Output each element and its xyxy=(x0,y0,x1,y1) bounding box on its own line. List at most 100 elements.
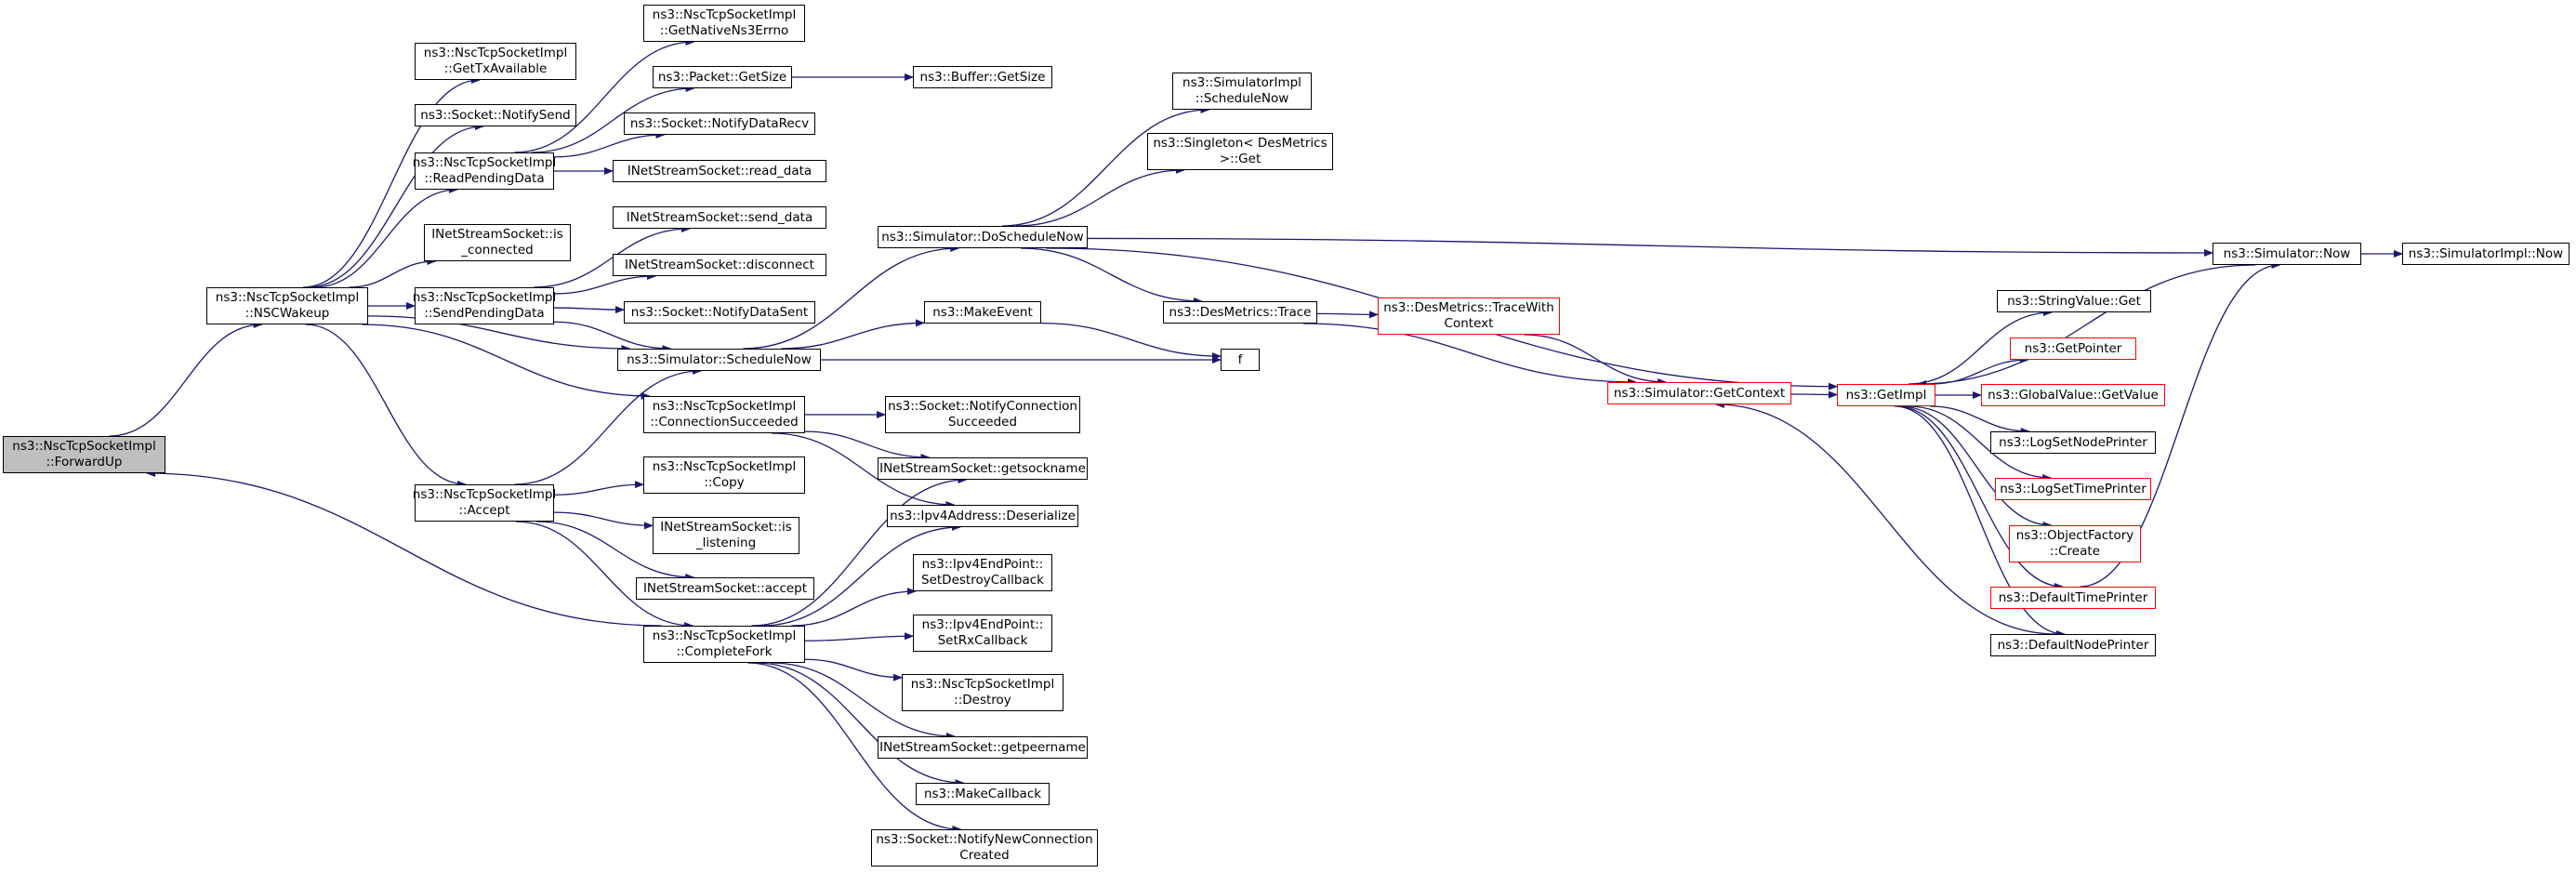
node-disconnect[interactable]: INetStreamSocket::disconnect xyxy=(613,254,826,276)
node-label-line: INetStreamSocket::disconnect xyxy=(625,257,814,272)
edge-defaultnodeprinter-to-getcontext xyxy=(1714,401,2057,635)
node-send-data[interactable]: INetStreamSocket::send_data xyxy=(613,206,826,229)
node-objectfactory-create[interactable]: ns3::ObjectFactory::Create xyxy=(2009,525,2141,562)
node-label-line: ns3::Simulator::Now xyxy=(2223,245,2351,261)
edge-accept-impl-to-is-listening xyxy=(553,511,654,530)
node-desmetrics-trace[interactable]: ns3::DesMetrics::Trace xyxy=(1163,301,1317,324)
node-label-line: ns3::DefaultNodePrinter xyxy=(1997,637,2149,653)
node-completefork[interactable]: ns3::NscTcpSocketImpl::CompleteFork xyxy=(643,626,805,663)
node-getsockname[interactable]: INetStreamSocket::getsockname xyxy=(878,457,1088,480)
edge-tracewithcontext-to-getcontext xyxy=(1524,334,1668,386)
node-nscwakeup[interactable]: ns3::NscTcpSocketImpl::NSCWakeup xyxy=(206,287,368,324)
node-gettxavailable[interactable]: ns3::NscTcpSocketImpl::GetTxAvailable xyxy=(415,43,576,80)
node-setdestroycallback[interactable]: ns3::Ipv4EndPoint::SetDestroyCallback xyxy=(913,554,1052,591)
node-getpeername[interactable]: INetStreamSocket::getpeername xyxy=(878,736,1088,759)
node-label-line: INetStreamSocket::is xyxy=(660,520,792,535)
node-stringvalue-get[interactable]: ns3::StringValue::Get xyxy=(1997,290,2151,312)
edge-makeevent-to-f xyxy=(1040,322,1222,361)
edge-completefork-to-deserialize xyxy=(761,523,961,627)
node-makecallback[interactable]: ns3::MakeCallback xyxy=(916,783,1050,805)
node-is-listening[interactable]: INetStreamSocket::is_listening xyxy=(653,517,799,554)
edge-doschedulenow-to-simimpl-schedulenow xyxy=(1002,106,1210,227)
node-label-line: ::GetTxAvailable xyxy=(443,61,548,76)
node-read-data[interactable]: INetStreamSocket::read_data xyxy=(613,160,826,182)
node-logsettimeprinter[interactable]: ns3::LogSetTimePrinter xyxy=(1995,478,2151,500)
edge-sendpendingdata-to-send-data xyxy=(534,225,692,288)
node-label-line: ns3::DefaultTimePrinter xyxy=(1998,589,2148,605)
node-copy[interactable]: ns3::NscTcpSocketImpl::Copy xyxy=(643,456,805,494)
edge-simulator-now-to-getimpl xyxy=(1917,264,2255,388)
node-label-line: ns3::NscTcpSocketImpl xyxy=(412,155,557,170)
node-label-line: ::NSCWakeup xyxy=(244,306,330,321)
node-is-connected[interactable]: INetStreamSocket::is_connected xyxy=(424,224,571,261)
node-deserialize[interactable]: ns3::Ipv4Address::Deserialize xyxy=(887,505,1078,527)
node-label-line: ns3::Socket::NotifyConnection xyxy=(888,399,1077,414)
node-label-line: ::Copy xyxy=(704,475,745,490)
edge-getimpl-to-logsettimeprinter xyxy=(1908,405,2053,482)
node-readpendingdata[interactable]: ns3::NscTcpSocketImpl::ReadPendingData xyxy=(412,152,557,190)
node-inet-accept[interactable]: INetStreamSocket::accept xyxy=(636,577,814,600)
edge-schedulenow-to-makeevent xyxy=(781,319,925,350)
edge-completefork-to-setdestroycallback xyxy=(791,588,917,627)
node-label-line: ::ConnectionSucceeded xyxy=(650,415,799,430)
node-notifydatasent[interactable]: ns3::Socket::NotifyDataSent xyxy=(624,301,815,324)
node-getcontext[interactable]: ns3::Simulator::GetContext xyxy=(1607,382,1791,404)
node-simimpl-schedulenow[interactable]: ns3::SimulatorImpl::ScheduleNow xyxy=(1172,73,1312,110)
node-simulator-now[interactable]: ns3::Simulator::Now xyxy=(2213,243,2361,265)
edge-desmetrics-trace-to-tracewithcontext xyxy=(1316,311,1379,319)
node-getpointer[interactable]: ns3::GetPointer xyxy=(2010,337,2136,360)
node-label-line: _connected xyxy=(461,243,534,258)
node-label-line: ns3::Simulator::GetContext xyxy=(1613,385,1786,401)
node-label-line: ::ScheduleNow xyxy=(1195,91,1289,106)
node-f[interactable]: f xyxy=(1221,349,1260,371)
node-label-line: ns3::NscTcpSocketImpl xyxy=(652,399,797,414)
node-label-line: ns3::Packet::GetSize xyxy=(657,69,787,85)
node-defaulttimeprinter[interactable]: ns3::DefaultTimePrinter xyxy=(1990,587,2156,609)
node-globalvalue-getvalue[interactable]: ns3::GlobalValue::GetValue xyxy=(1981,384,2165,406)
node-buffer-getsize[interactable]: ns3::Buffer::GetSize xyxy=(913,66,1052,88)
node-label-line: ns3::ObjectFactory xyxy=(2015,528,2134,543)
edge-nscwakeup-to-is-connected xyxy=(349,258,437,288)
node-accept-impl[interactable]: ns3::NscTcpSocketImpl::Accept xyxy=(413,484,556,522)
node-simimpl-now[interactable]: ns3::SimulatorImpl::Now xyxy=(2402,243,2569,265)
node-doschedulenow[interactable]: ns3::Simulator::DoScheduleNow xyxy=(878,226,1088,248)
node-label-line: INetStreamSocket::send_data xyxy=(626,209,813,225)
node-setrxcallback[interactable]: ns3::Ipv4EndPoint::SetRxCallback xyxy=(913,615,1052,652)
node-singleton-get[interactable]: ns3::Singleton< DesMetrics >::Get xyxy=(1147,133,1333,170)
edge-layer xyxy=(109,38,2403,833)
edge-defaulttimeprinter-to-simulator-now xyxy=(2080,261,2281,588)
node-label-line: ns3::LogSetTimePrinter xyxy=(2000,481,2147,496)
node-notifydatarecv[interactable]: ns3::Socket::NotifyDataRecv xyxy=(624,112,815,135)
node-schedulenow[interactable]: ns3::Simulator::ScheduleNow xyxy=(617,349,821,371)
node-label-line: ns3::GetImpl xyxy=(1845,387,1927,403)
node-destroy[interactable]: ns3::NscTcpSocketImpl::Destroy xyxy=(902,674,1063,711)
node-label-line: ns3::Socket::NotifyNewConnection xyxy=(876,832,1093,847)
node-label-line: ns3::Buffer::GetSize xyxy=(919,69,1046,85)
edge-doschedulenow-to-simulator-now xyxy=(1087,237,2213,257)
node-logsetnodeprinter[interactable]: ns3::LogSetNodePrinter xyxy=(1990,431,2156,454)
node-defaultnodeprinter[interactable]: ns3::DefaultNodePrinter xyxy=(1990,634,2156,656)
edge-nscwakeup-to-schedulenow xyxy=(367,315,631,352)
node-label-line: ::Create xyxy=(2050,544,2100,559)
node-packet-getsize[interactable]: ns3::Packet::GetSize xyxy=(653,66,792,88)
node-label-line: ns3::Simulator::ScheduleNow xyxy=(627,351,812,367)
node-label-line: ns3::Socket::NotifySend xyxy=(420,107,571,123)
edge-getimpl-to-objectfactory-create xyxy=(1900,405,2053,529)
node-connectionsucceeded[interactable]: ns3::NscTcpSocketImpl::ConnectionSucceed… xyxy=(643,396,805,433)
node-notifysend[interactable]: ns3::Socket::NotifySend xyxy=(415,104,576,126)
edge-connectionsucceeded-to-getsockname xyxy=(804,430,931,461)
edge-schedulenow-to-doschedulenow xyxy=(743,245,960,350)
node-sendpendingdata[interactable]: ns3::NscTcpSocketImpl::SendPendingData xyxy=(413,287,556,324)
edge-nscwakeup-to-connectionsucceeded xyxy=(362,324,651,400)
node-label-line: ns3::NscTcpSocketImpl xyxy=(652,7,797,22)
node-label-line: ns3::Ipv4Address::Deserialize xyxy=(890,508,1076,523)
node-getnativens3errno[interactable]: ns3::NscTcpSocketImpl::GetNativeNs3Errno xyxy=(643,5,805,42)
node-label-line: ::ForwardUp xyxy=(46,455,123,470)
node-makeevent[interactable]: ns3::MakeEvent xyxy=(924,301,1041,324)
node-label-line: ns3::NscTcpSocketImpl xyxy=(423,46,568,60)
node-getimpl[interactable]: ns3::GetImpl xyxy=(1837,384,1935,406)
